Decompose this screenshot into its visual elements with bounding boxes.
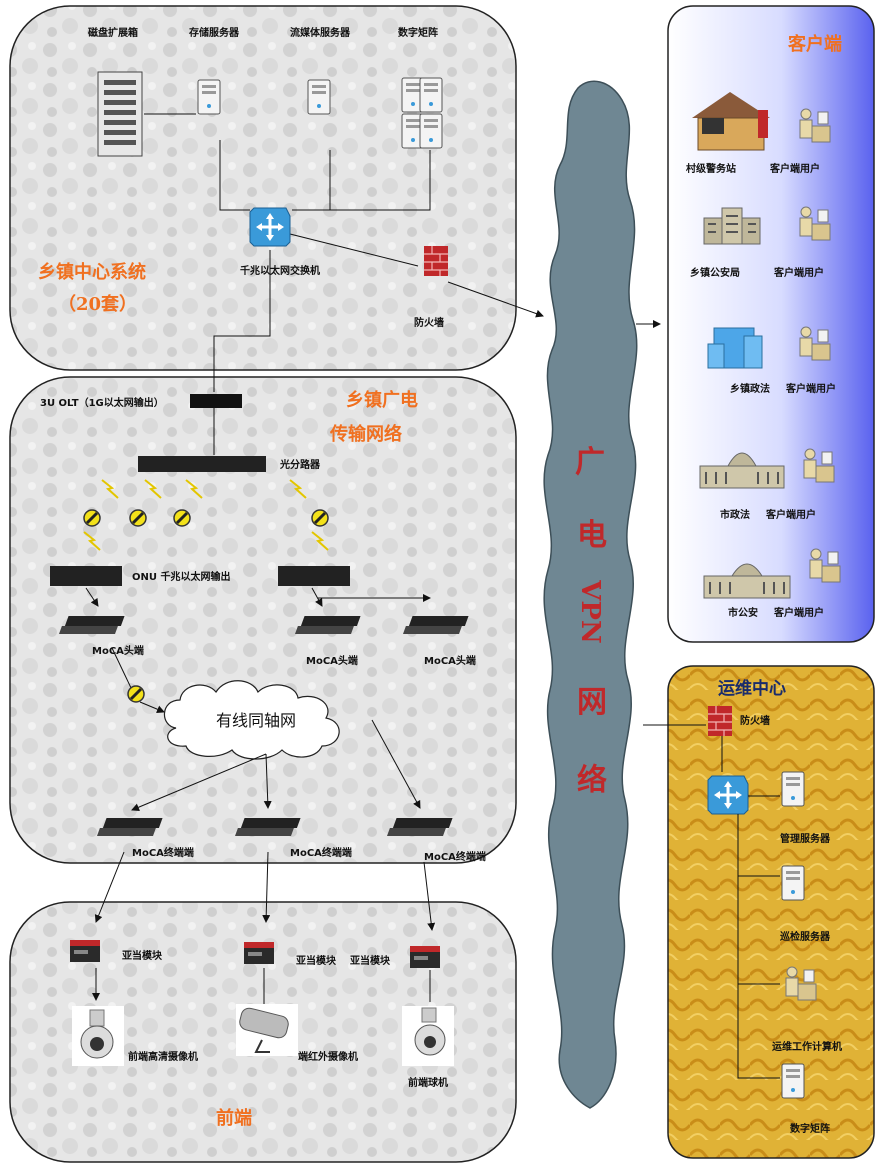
center-title-line1: 乡镇中心系统 bbox=[38, 261, 146, 283]
ops-center-panel bbox=[667, 665, 875, 1159]
module-label-3: 亚当模块 bbox=[350, 954, 391, 967]
disk-label: 磁盘扩展箱 bbox=[88, 26, 138, 39]
matrix-server-icon-b bbox=[419, 77, 443, 113]
network-title-line2: 传输网络 bbox=[329, 423, 402, 445]
moca-end-icon-2 bbox=[234, 818, 301, 836]
storage-label: 存储服务器 bbox=[189, 26, 240, 39]
firewall-label: 防火墙 bbox=[414, 316, 444, 329]
vpn-char-dian: 电 bbox=[577, 518, 607, 553]
olt-device-icon bbox=[190, 394, 242, 408]
moca-end-label-1: MoCA终端端 bbox=[132, 846, 194, 859]
patrol-label: 巡检服务器 bbox=[780, 930, 831, 943]
olt-label: 3U OLT（1G以太网输出） bbox=[40, 396, 164, 409]
adam-module-icon-3 bbox=[410, 946, 440, 968]
ops-matrix-label: 数字矩阵 bbox=[790, 1122, 830, 1135]
cam-dome-label: 前端球机 bbox=[408, 1076, 448, 1089]
client-site-2: 乡镇公安局 bbox=[690, 266, 740, 279]
township-law-building-icon bbox=[707, 327, 763, 369]
police-station-icon bbox=[692, 92, 770, 151]
matrix-label: 数字矩阵 bbox=[398, 26, 438, 39]
center-title-line2: （20套） bbox=[58, 293, 137, 315]
moca-end-icon-3 bbox=[386, 818, 453, 836]
moca-head-icon-1 bbox=[58, 616, 125, 634]
client-site-1: 村级警务站 bbox=[686, 162, 736, 175]
vpn-char-guang: 广 bbox=[575, 445, 605, 480]
client-title: 客户端 bbox=[788, 33, 842, 55]
stream-server-icon bbox=[307, 79, 331, 115]
moca-head-label-2: MoCA头端 bbox=[306, 654, 358, 667]
vpn-char-wang: 网 bbox=[577, 685, 607, 720]
client-site-5: 市公安 bbox=[728, 606, 758, 619]
ops-firewall-icon bbox=[707, 705, 733, 737]
coax-coupler-icon bbox=[126, 684, 146, 704]
network-title-line1: 乡镇广电 bbox=[346, 389, 418, 411]
moca-end-label-3: MoCA终端端 bbox=[424, 850, 486, 863]
coax-label: 有线同轴网 bbox=[216, 711, 296, 730]
client-user-4: 客户端用户 bbox=[765, 508, 816, 521]
center-system-panel bbox=[9, 5, 517, 371]
disk-enclosure-icon bbox=[97, 71, 143, 157]
dome-camera-icon bbox=[402, 1006, 454, 1066]
vpn-char-luo: 络 bbox=[577, 763, 607, 798]
cam-ir-label: 端红外摄像机 bbox=[298, 1050, 358, 1063]
client-user-3: 客户端用户 bbox=[785, 382, 836, 395]
cam-hd-label: 前端高清摄像机 bbox=[128, 1050, 198, 1063]
moca-end-icon-1 bbox=[96, 818, 163, 836]
module-label-2: 亚当模块 bbox=[296, 954, 337, 967]
mgmt-label: 管理服务器 bbox=[780, 832, 831, 845]
optical-splitter-icon bbox=[138, 456, 266, 472]
fiber-coupler-icon-1 bbox=[82, 508, 102, 528]
adam-module-icon-2 bbox=[244, 942, 274, 964]
storage-server-icon bbox=[197, 79, 221, 115]
moca-head-icon-3 bbox=[402, 616, 469, 634]
client-panel bbox=[667, 5, 875, 643]
moca-end-label-2: MoCA终端端 bbox=[290, 846, 352, 859]
client-user-2: 客户端用户 bbox=[773, 266, 824, 279]
onu-label: ONU 千兆以太网输出 bbox=[132, 570, 230, 583]
coax-cloud bbox=[163, 680, 340, 760]
vpn-cloud bbox=[543, 80, 638, 1109]
client-site-4: 市政法 bbox=[720, 508, 750, 521]
switch-label: 千兆以太网交换机 bbox=[240, 264, 320, 277]
client-user-1: 客户端用户 bbox=[769, 162, 820, 175]
ops-firewall-label: 防火墙 bbox=[740, 714, 770, 727]
gigabit-switch-icon bbox=[248, 206, 292, 248]
hd-camera-icon bbox=[72, 1006, 124, 1066]
fiber-coupler-icon-2 bbox=[128, 508, 148, 528]
client-site-3: 乡镇政法 bbox=[730, 382, 770, 395]
workstation-label: 运维工作计算机 bbox=[772, 1040, 842, 1053]
ir-camera-icon bbox=[236, 1004, 298, 1056]
matrix-server-icon-d bbox=[419, 113, 443, 149]
vpn-char-vpn: VPN bbox=[575, 579, 605, 644]
fiber-coupler-icon-3 bbox=[172, 508, 192, 528]
client-user-5: 客户端用户 bbox=[773, 606, 824, 619]
fiber-coupler-icon-4 bbox=[310, 508, 330, 528]
city-law-building-icon bbox=[699, 452, 785, 489]
ops-switch-icon bbox=[706, 774, 750, 816]
moca-head-label-1: MoCA头端 bbox=[92, 644, 144, 657]
stream-label: 流媒体服务器 bbox=[290, 26, 351, 39]
city-police-building-icon bbox=[703, 563, 791, 599]
module-label-1: 亚当模块 bbox=[122, 949, 163, 962]
adam-module-icon-1 bbox=[70, 940, 100, 962]
ops-matrix-server-icon bbox=[781, 1063, 805, 1099]
onu-device-icon-2 bbox=[278, 566, 350, 586]
patrol-server-icon bbox=[781, 865, 805, 901]
moca-head-icon-2 bbox=[294, 616, 361, 634]
transmission-network-panel bbox=[9, 376, 517, 864]
mgmt-server-icon bbox=[781, 771, 805, 807]
onu-device-icon-1 bbox=[50, 566, 122, 586]
moca-head-label-3: MoCA头端 bbox=[424, 654, 476, 667]
front-title: 前端 bbox=[216, 1107, 252, 1129]
firewall-icon bbox=[423, 245, 449, 277]
splitter-label: 光分路器 bbox=[279, 458, 321, 471]
ops-title: 运维中心 bbox=[718, 678, 786, 699]
